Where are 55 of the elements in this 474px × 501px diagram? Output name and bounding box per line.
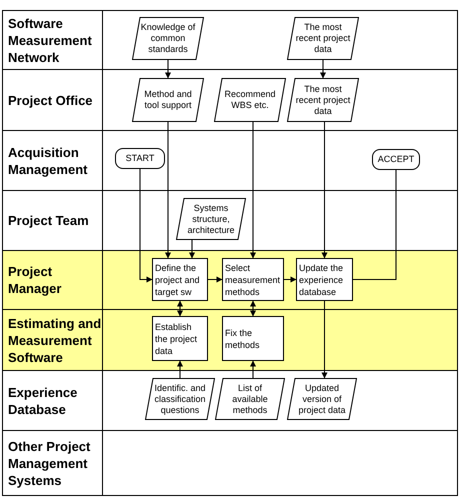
arrow bbox=[322, 300, 328, 378]
lane-label: Other Project Management Systems bbox=[8, 438, 92, 488]
swimlane bbox=[2, 309, 458, 371]
data-parallelogram bbox=[176, 198, 246, 240]
node-text: The most recent project data bbox=[295, 21, 351, 56]
data-parallelogram bbox=[132, 78, 204, 122]
arrow bbox=[177, 360, 183, 378]
lane-label: Software Measurement Network bbox=[8, 14, 93, 66]
node-text: Updated version of project data bbox=[297, 382, 347, 417]
swimlane bbox=[2, 370, 458, 431]
node-text: Method and tool support bbox=[143, 88, 193, 112]
process-box: Define the project and target sw bbox=[152, 258, 208, 301]
data-parallelogram bbox=[145, 378, 215, 420]
node-text: Recommend WBS etc. bbox=[223, 88, 277, 112]
terminal-box: ACCEPT bbox=[372, 149, 420, 170]
arrow bbox=[177, 300, 183, 316]
data-parallelogram bbox=[215, 378, 285, 420]
node-text: Knowledge of common standards bbox=[140, 21, 196, 56]
swimlane bbox=[2, 10, 458, 70]
lane-label: Project Team bbox=[8, 212, 89, 229]
process-box: Update the experience database bbox=[296, 258, 353, 301]
swimlane bbox=[2, 190, 458, 251]
data-parallelogram bbox=[214, 78, 286, 122]
data-parallelogram bbox=[287, 17, 359, 60]
arrow bbox=[250, 300, 256, 316]
arrow bbox=[140, 168, 152, 282]
arrow bbox=[250, 122, 256, 258]
arrow bbox=[320, 60, 326, 78]
swimlane bbox=[2, 250, 458, 310]
lane-label: Estimating and Measurement Software bbox=[8, 314, 102, 366]
node-text: Systems structure, architecture bbox=[186, 202, 236, 236]
arrow bbox=[284, 276, 296, 282]
terminal-box: START bbox=[115, 148, 165, 169]
lane-label: Project Manager bbox=[8, 263, 62, 297]
arrow bbox=[208, 276, 222, 282]
data-parallelogram bbox=[287, 78, 359, 122]
arrow bbox=[165, 122, 171, 258]
swimlane bbox=[2, 430, 458, 496]
data-parallelogram bbox=[132, 17, 204, 60]
lane-label: Experience Database bbox=[8, 384, 78, 418]
process-box: Select measurement methods bbox=[222, 258, 284, 301]
arrow bbox=[250, 360, 256, 378]
arrow bbox=[322, 122, 328, 258]
node-text: The most recent project data bbox=[295, 82, 351, 118]
arrow bbox=[165, 60, 171, 78]
node-text: Identific. and classification questions bbox=[153, 382, 207, 417]
data-parallelogram bbox=[287, 378, 357, 420]
swimlane bbox=[2, 130, 458, 191]
lane-label: Project Office bbox=[8, 92, 93, 108]
swimlane bbox=[2, 69, 458, 131]
node-text: List of available methods bbox=[231, 382, 269, 416]
process-box: Fix the methods bbox=[222, 316, 284, 361]
lane-label: Acquisition Management bbox=[8, 144, 88, 178]
process-box: Establish the project data bbox=[152, 316, 208, 361]
arrow bbox=[189, 240, 195, 258]
